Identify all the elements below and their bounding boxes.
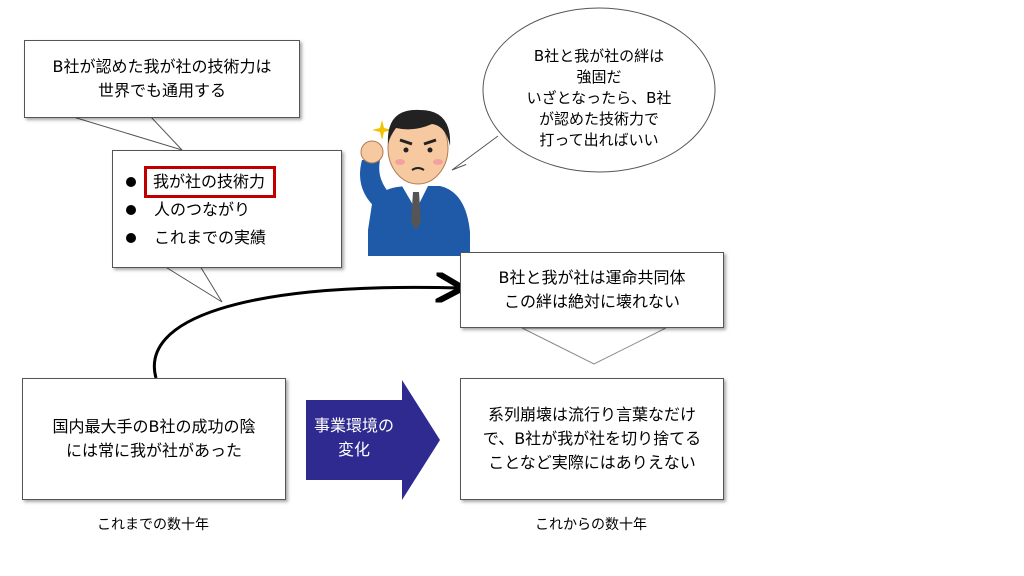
past-caption: これまでの数十年 — [97, 517, 209, 533]
top-callout-tail — [69, 115, 184, 152]
change-line-2: 変化 — [337, 440, 370, 459]
speech-bubble-shape — [482, 7, 716, 173]
bond-line-2: この絆は絶対に壊れない — [503, 292, 680, 311]
down-arrow — [521, 327, 667, 365]
past-line-1: 国内最大手のB社の成功の陰 — [52, 417, 256, 436]
speech-line-2: 強固だ — [576, 68, 622, 86]
bullet-icon — [126, 177, 136, 187]
curved-arrow — [152, 287, 460, 379]
future-caption: これからの数十年 — [535, 517, 647, 533]
bullet-icon — [126, 233, 136, 243]
change-line-1: 事業環境の — [313, 416, 394, 435]
top-callout-line-2: 世界でも通用する — [97, 81, 226, 100]
highlighted-asset: 我が社の技術力 — [144, 166, 277, 198]
future-box: 系列崩壊は流行り言葉なだけ で、B社が我が社を切り捨てる ことなど実際にはありえ… — [460, 378, 724, 500]
speech-bubble: B社と我が社の絆は 強固だ いざとなったら、B社 が認めた技術力で 打って出れば… — [504, 46, 694, 151]
list-item: 我が社の技術力 — [126, 166, 277, 198]
assets-callout-tail — [162, 265, 223, 303]
future-line-2: で、B社が我が社を切り捨てる — [482, 429, 702, 448]
businessman-thinking-icon — [360, 109, 470, 256]
bullet-icon — [126, 205, 136, 215]
speech-line-4: が認めた技術力で — [538, 110, 659, 128]
change-arrow-shape — [306, 380, 440, 500]
top-callout-line-1: B社が認めた我が社の技術力は — [52, 57, 272, 76]
future-line-3: ことなど実際にはありえない — [488, 453, 696, 472]
future-line-1: 系列崩壊は流行り言葉なだけ — [487, 405, 696, 424]
list-item: 人のつながり — [126, 196, 276, 224]
asset-label: 人のつながり — [154, 200, 251, 219]
assets-list: 我が社の技術力 人のつながり これまでの実績 — [126, 166, 277, 252]
bond-box: B社と我が社は運命共同体 この絆は絶対に壊れない — [460, 252, 724, 328]
speech-line-3: いざとなったら、B社 — [526, 89, 672, 107]
speech-bubble-tail — [451, 135, 509, 171]
change-arrow-label: 事業環境の 変化 — [306, 414, 402, 462]
assets-callout — [112, 150, 342, 268]
speech-line-5: 打って出ればいい — [539, 131, 659, 149]
asset-label: これまでの実績 — [154, 228, 267, 247]
list-item: これまでの実績 — [126, 224, 276, 252]
past-box: 国内最大手のB社の成功の陰 には常に我が社があった — [22, 378, 286, 500]
past-line-2: には常に我が社があった — [65, 441, 242, 460]
speech-line-1: B社と我が社の絆は — [533, 47, 665, 65]
top-callout: B社が認めた我が社の技術力は 世界でも通用する — [24, 40, 300, 118]
bond-line-1: B社と我が社は運命共同体 — [498, 268, 686, 287]
